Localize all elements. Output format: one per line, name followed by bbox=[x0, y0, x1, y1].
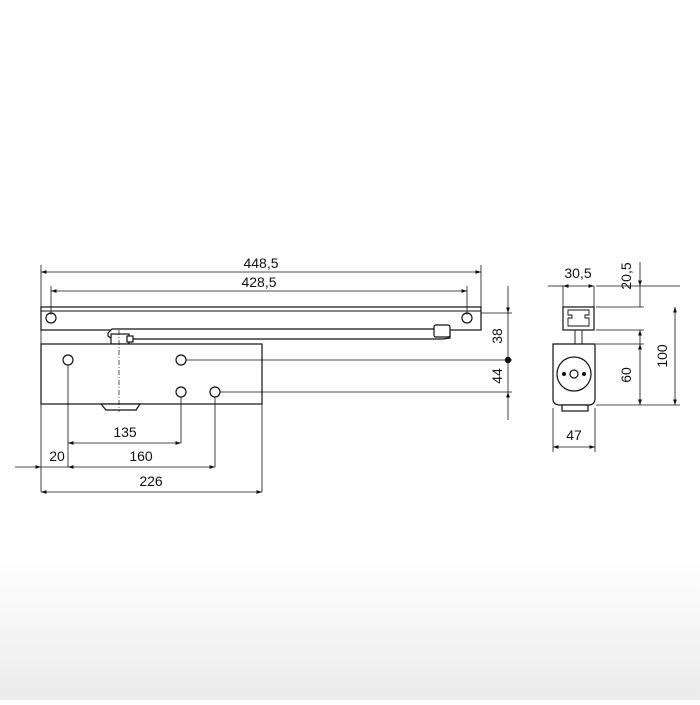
rail-outline bbox=[40, 306, 482, 331]
side-dimension-lines bbox=[548, 262, 677, 449]
side-body-dot-right bbox=[582, 372, 586, 376]
closer-bottom-cam bbox=[99, 403, 142, 411]
label-arm-width: 30,5 bbox=[564, 265, 591, 281]
body-hole-c bbox=[175, 386, 187, 398]
side-extension-lines bbox=[552, 285, 680, 452]
label-arm-overall: 448,5 bbox=[243, 255, 278, 271]
rail-cross-section bbox=[562, 306, 595, 344]
horizontal-dimensions bbox=[15, 270, 481, 494]
rail-profile-outline bbox=[562, 306, 595, 331]
body-hole-b bbox=[175, 354, 187, 366]
front-view: 448,5 428,5 135 20 160 226 38 44 bbox=[15, 255, 512, 494]
label-height-38: 38 bbox=[489, 328, 505, 344]
slide-rail bbox=[40, 306, 482, 331]
closer-body-outline bbox=[40, 343, 263, 405]
side-body-foot bbox=[561, 404, 589, 412]
label-overall-height: 100 bbox=[654, 344, 670, 368]
label-hole-135: 135 bbox=[113, 424, 137, 440]
vertical-dimensions bbox=[504, 286, 512, 420]
body-hole-d bbox=[209, 386, 221, 398]
reference-datum-dot bbox=[504, 356, 512, 364]
lever-pivot-block bbox=[110, 333, 130, 345]
lever-arm-body bbox=[107, 328, 451, 340]
body-cross-section bbox=[552, 343, 596, 412]
extension-lines bbox=[40, 265, 512, 492]
label-body-length: 226 bbox=[139, 473, 163, 489]
lever-pivot-cap bbox=[126, 335, 134, 343]
label-body-width: 47 bbox=[566, 427, 582, 443]
label-body-height: 60 bbox=[618, 367, 634, 383]
side-body-dot-left bbox=[562, 372, 566, 376]
body-hole-a bbox=[62, 354, 74, 366]
closer-body bbox=[40, 330, 263, 412]
rail-profile-channel bbox=[567, 309, 590, 327]
label-arm-height: 20,5 bbox=[618, 262, 634, 289]
label-arm-holes: 428,5 bbox=[241, 274, 276, 290]
side-view: 30,5 20,5 100 60 47 bbox=[548, 262, 680, 452]
label-hole-20: 20 bbox=[49, 448, 65, 464]
lever-slider-block bbox=[433, 324, 451, 338]
label-hole-160: 160 bbox=[129, 448, 153, 464]
label-height-44: 44 bbox=[489, 368, 505, 384]
side-body-spindle bbox=[569, 369, 579, 379]
lever-arm bbox=[107, 324, 451, 345]
